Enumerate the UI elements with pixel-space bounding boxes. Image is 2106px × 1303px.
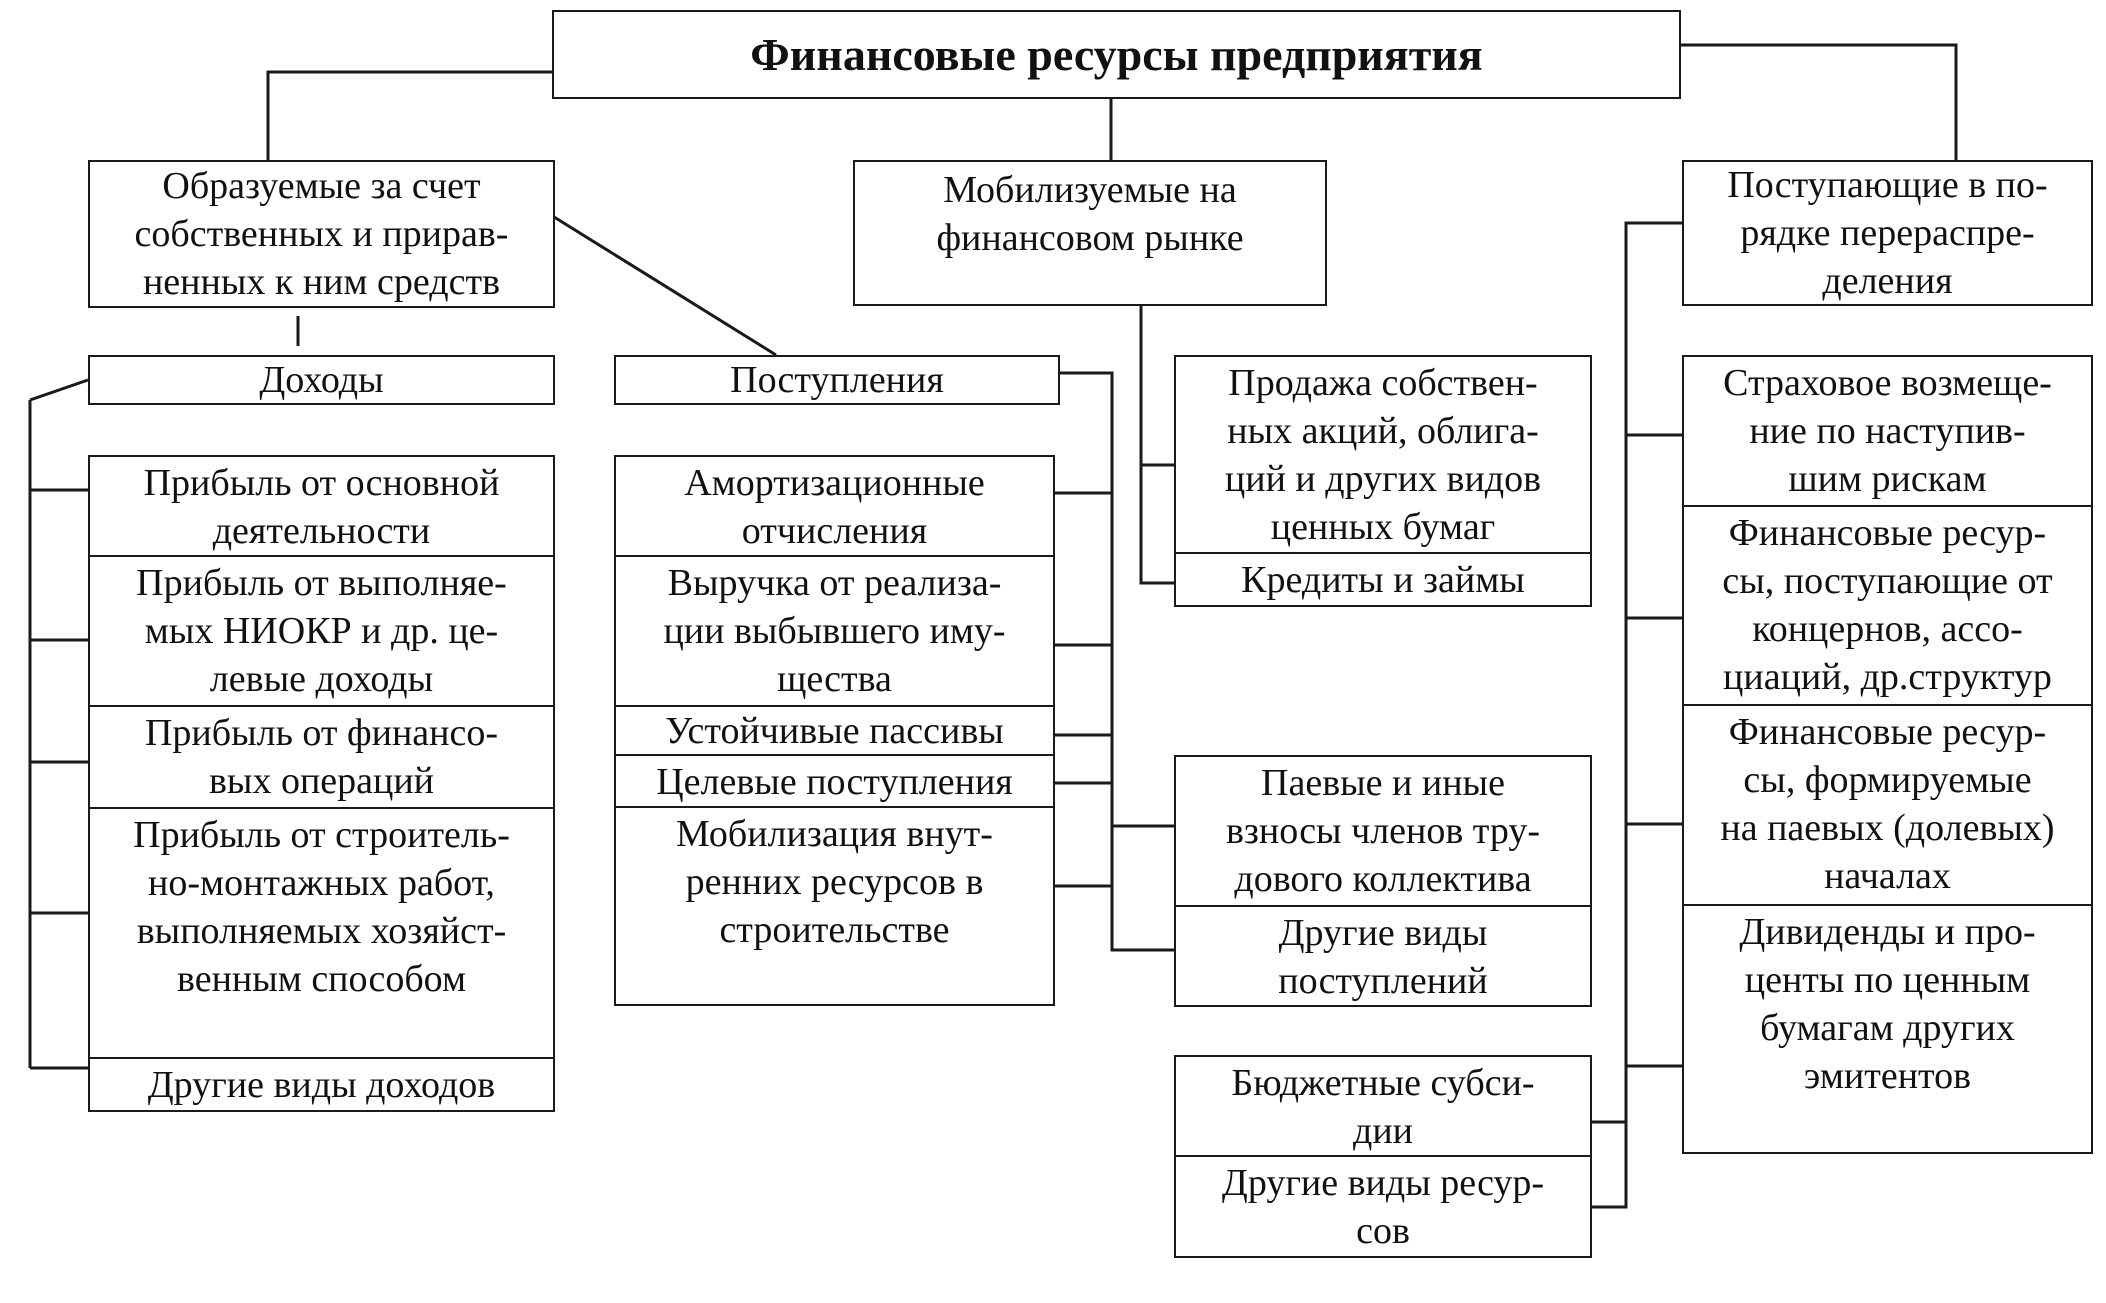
redistribution-item-1-line-1: Страховое возмеще- bbox=[1723, 362, 2052, 404]
redistribution-item-2-line-2: сы, поступающие от bbox=[1722, 560, 2053, 602]
market-item-1-line-1: Продажа собствен- bbox=[1228, 362, 1538, 404]
budget-item-1-line-1: Бюджетные субси- bbox=[1231, 1062, 1535, 1104]
category-own-line-3: ненных к ним средств bbox=[142, 261, 501, 303]
income-item-other: Другие виды доходов bbox=[88, 1057, 555, 1112]
redistribution-item-3-line-4: началах bbox=[1824, 855, 1951, 897]
receipts-item-2-line-1: Выручка от реализа- bbox=[667, 562, 1002, 604]
income-header: Доходы bbox=[88, 355, 555, 405]
redistribution-item-3-line-1: Финансовые ресур- bbox=[1728, 711, 2047, 753]
income-item-2-line-2: мых НИОКР и др. це- bbox=[144, 610, 499, 652]
budget-item-other-resources: Другие виды ресур- сов bbox=[1174, 1155, 1592, 1258]
category-redistribution-line-1: Поступающие в по- bbox=[1727, 164, 2048, 206]
redistribution-item-4-line-4: эмитентов bbox=[1803, 1055, 1972, 1097]
budget-item-subsidies: Бюджетные субси- дии bbox=[1174, 1055, 1592, 1158]
connector-redistribution-bus bbox=[1592, 221, 1682, 1209]
budget-item-2-line-2: сов bbox=[1356, 1210, 1410, 1252]
contributions-item-2-line-1: Другие виды bbox=[1278, 912, 1488, 954]
redistribution-item-3-line-3: на паевых (долевых) bbox=[1720, 807, 2055, 849]
income-item-main-activity: Прибыль от основной деятельности bbox=[88, 455, 555, 558]
category-market-line-1: Мобилизуемые на bbox=[943, 169, 1237, 211]
receipts-item-disposal-revenue: Выручка от реализа- ции выбывшего иму- щ… bbox=[614, 555, 1055, 708]
income-item-4-line-2: но-монтажных работ, bbox=[148, 862, 495, 904]
contributions-item-1-line-1: Паевые и иные bbox=[1261, 762, 1505, 804]
income-item-1-line-1: Прибыль от основной bbox=[143, 462, 500, 504]
receipts-item-depreciation: Амортизационные отчисления bbox=[614, 455, 1055, 558]
income-item-5-line-1: Другие виды доходов bbox=[147, 1063, 496, 1106]
receipts-item-2-line-3: щества bbox=[777, 658, 892, 700]
market-item-credits-loans: Кредиты и займы bbox=[1174, 552, 1592, 607]
category-own-line-2: собственных и прирав- bbox=[134, 213, 509, 255]
income-item-1-line-2: деятельности bbox=[212, 510, 431, 552]
income-item-construction: Прибыль от строитель- но-монтажных работ… bbox=[88, 807, 555, 1060]
redistribution-item-2-line-3: концернов, ассо- bbox=[1752, 608, 2023, 650]
redistribution-item-dividends: Дивиденды и про- центы по ценным бумагам… bbox=[1682, 904, 2093, 1154]
redistribution-item-share-basis: Финансовые ресур- сы, формируемые на пае… bbox=[1682, 704, 2093, 907]
redistribution-item-3-line-2: сы, формируемые bbox=[1743, 759, 2032, 801]
income-item-financial-ops: Прибыль от финансо- вых операций bbox=[88, 705, 555, 810]
market-item-securities-sale: Продажа собствен- ных акций, облига- ций… bbox=[1174, 355, 1592, 555]
redistribution-item-1-line-2: ние по наступив- bbox=[1749, 410, 2026, 452]
diagram-title: Финансовые ресурсы предприятия bbox=[552, 10, 1681, 99]
contributions-item-1-line-2: взносы членов тру- bbox=[1225, 810, 1541, 852]
contributions-item-share: Паевые и иные взносы членов тру- дового … bbox=[1174, 755, 1592, 908]
receipts-item-5-line-2: ренних ресурсов в bbox=[685, 861, 984, 903]
connector-market-bus bbox=[1139, 306, 1174, 585]
category-own-line-1: Образуемые за счет bbox=[162, 165, 481, 207]
income-item-4-line-3: выполняемых хозяйст- bbox=[136, 910, 507, 952]
contributions-item-other: Другие виды поступлений bbox=[1174, 905, 1592, 1007]
receipts-item-targeted: Целевые поступления bbox=[614, 754, 1055, 809]
income-item-4-line-4: венным способом bbox=[176, 958, 466, 1000]
receipts-item-3-line-1: Устойчивые пассивы bbox=[665, 710, 1004, 752]
redistribution-item-4-line-3: бумагам других bbox=[1760, 1007, 2015, 1049]
category-redistribution: Поступающие в по- рядке перераспре- деле… bbox=[1682, 160, 2093, 306]
category-financial-market: Мобилизуемые на финансовом рынке bbox=[853, 160, 1327, 306]
connector-income-bus-top bbox=[29, 378, 89, 402]
receipts-item-1-line-1: Амортизационные bbox=[684, 462, 985, 504]
market-item-1-line-3: ций и других видов bbox=[1224, 458, 1542, 500]
receipts-item-2-line-2: ции выбывшего иму- bbox=[663, 610, 1006, 652]
receipts-item-5-line-1: Мобилизация внут- bbox=[676, 813, 993, 855]
category-market-line-2: финансовом рынке bbox=[936, 217, 1244, 259]
receipts-item-1-line-2: отчисления bbox=[741, 510, 928, 552]
budget-item-1-line-2: дии bbox=[1352, 1110, 1413, 1152]
market-item-1-line-4: ценных бумаг bbox=[1270, 506, 1496, 548]
category-redistribution-line-2: рядке перераспре- bbox=[1740, 212, 2035, 254]
redistribution-item-insurance: Страховое возмеще- ние по наступив- шим … bbox=[1682, 355, 2093, 508]
category-redistribution-line-3: деления bbox=[1822, 260, 1953, 302]
receipts-item-4-line-1: Целевые поступления bbox=[656, 760, 1013, 803]
receipts-item-stable-liabilities: Устойчивые пассивы bbox=[614, 705, 1055, 757]
category-own-funds: Образуемые за счет собственных и прирав-… bbox=[88, 160, 555, 308]
redistribution-item-2-line-4: циаций, др.структур bbox=[1723, 656, 2052, 698]
market-item-1-line-2: ных акций, облига- bbox=[1227, 410, 1539, 452]
income-item-2-line-1: Прибыль от выполняе- bbox=[136, 562, 507, 604]
contributions-item-1-line-3: дового коллектива bbox=[1234, 858, 1532, 900]
receipts-item-internal-mobilization: Мобилизация внут- ренних ресурсов в стро… bbox=[614, 806, 1055, 1006]
market-item-2-line-1: Кредиты и займы bbox=[1241, 558, 1525, 601]
budget-item-2-line-1: Другие виды ресур- bbox=[1221, 1162, 1545, 1204]
redistribution-item-4-line-2: центы по ценным bbox=[1744, 959, 2031, 1001]
contributions-item-2-line-2: поступлений bbox=[1278, 960, 1488, 1002]
connector-title-own bbox=[266, 70, 552, 160]
connector-title-redistribution bbox=[1681, 43, 1958, 160]
income-item-3-line-1: Прибыль от финансо- bbox=[144, 712, 499, 754]
redistribution-item-2-line-1: Финансовые ресур- bbox=[1728, 512, 2047, 554]
receipts-header: Поступления bbox=[614, 355, 1060, 405]
connector-own-receipts bbox=[537, 205, 777, 357]
connector-receipts-bus bbox=[1060, 371, 1174, 952]
income-item-rnd: Прибыль от выполняе- мых НИОКР и др. це-… bbox=[88, 555, 555, 708]
income-item-2-line-3: левые доходы bbox=[209, 658, 434, 700]
redistribution-item-1-line-3: шим рискам bbox=[1788, 458, 1987, 500]
receipts-item-5-line-3: строительстве bbox=[719, 909, 950, 951]
income-item-4-line-1: Прибыль от строитель- bbox=[133, 814, 510, 856]
redistribution-item-concerns: Финансовые ресур- сы, поступающие от кон… bbox=[1682, 505, 2093, 707]
income-item-3-line-2: вых операций bbox=[208, 760, 435, 802]
redistribution-item-4-line-1: Дивиденды и про- bbox=[1739, 911, 2036, 953]
